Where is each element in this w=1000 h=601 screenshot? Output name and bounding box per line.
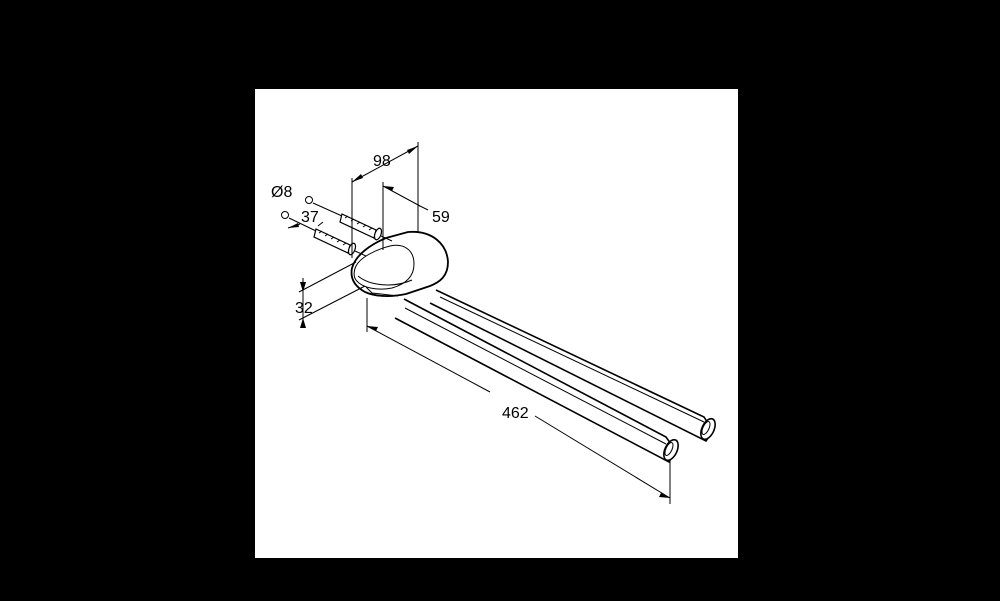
drawing-canvas: 98 59 Ø8 37 32 462 bbox=[255, 89, 738, 558]
dim-37-label: 37 bbox=[301, 209, 319, 226]
dim-98-label: 98 bbox=[373, 153, 391, 170]
dim-59-label: 59 bbox=[432, 209, 450, 226]
dimension-59: 59 bbox=[382, 182, 450, 250]
dim-462-label: 462 bbox=[502, 405, 529, 422]
dimension-37: 37 bbox=[287, 209, 324, 229]
dim-32-label: 32 bbox=[295, 300, 313, 317]
upper-screw bbox=[305, 196, 393, 242]
dimension-diameter: Ø8 bbox=[271, 184, 292, 201]
front-arm bbox=[394, 298, 679, 464]
dim-diameter-label: Ø8 bbox=[271, 184, 292, 201]
dimension-98: 98 bbox=[351, 142, 419, 258]
dimension-462: 462 bbox=[366, 298, 671, 504]
technical-drawing: 98 59 Ø8 37 32 462 bbox=[271, 142, 716, 504]
rear-arm bbox=[429, 289, 716, 443]
wall-mount-block bbox=[350, 231, 449, 297]
dimension-32: 32 bbox=[295, 261, 366, 328]
lower-screw bbox=[281, 211, 367, 257]
